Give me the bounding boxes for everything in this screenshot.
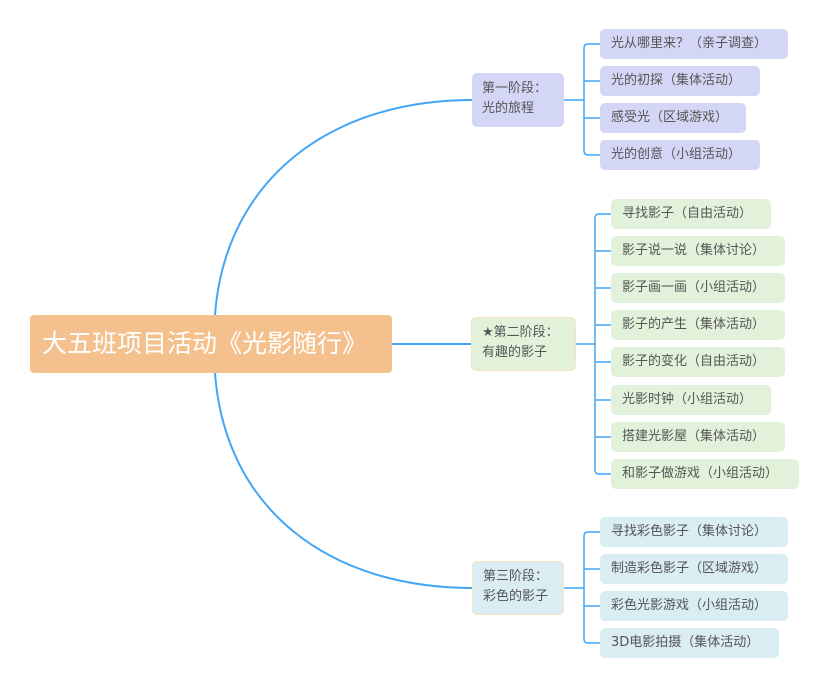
item-label: 光影时钟（小组活动） (622, 392, 753, 407)
item-label: 光从哪里来？（亲子调查） (611, 36, 768, 51)
stage-1-subtitle: 光的旅程 (482, 101, 535, 116)
stage-2-item[interactable]: 和影子做游戏（小组活动） (611, 459, 799, 489)
stage-2-title: ★第二阶段： (482, 325, 559, 340)
stage-2-item[interactable]: 影子的产生（集体活动） (611, 310, 785, 340)
stage-2-item[interactable]: 影子的变化（自由活动） (611, 347, 785, 377)
item-label: 制造彩色影子（区域游戏） (611, 561, 768, 576)
stage-2-item[interactable]: 寻找影子（自由活动） (611, 199, 771, 229)
stage-1-item[interactable]: 感受光（区域游戏） (600, 103, 746, 133)
bracket-stage3 (563, 531, 600, 644)
stage-3-item[interactable]: 3D电影拍摄（集体活动） (600, 628, 779, 658)
item-label: 影子的产生（集体活动） (622, 317, 766, 332)
stage-3-item[interactable]: 制造彩色影子（区域游戏） (600, 554, 788, 584)
item-label: 影子画一画（小组活动） (622, 280, 766, 295)
stage-2-item[interactable]: 光影时钟（小组活动） (611, 385, 771, 415)
item-label: 寻找彩色影子（集体讨论） (611, 524, 768, 539)
item-label: 寻找影子（自由活动） (622, 206, 753, 221)
item-label: 影子说一说（集体讨论） (622, 243, 766, 258)
stage-2-subtitle: 有趣的影子 (482, 345, 548, 360)
stage-2-item[interactable]: 搭建光影屋（集体活动） (611, 422, 785, 452)
bracket-stage1 (563, 43, 600, 156)
stage-3-subtitle: 彩色的影子 (483, 589, 549, 604)
stage-2-item[interactable]: 影子画一画（小组活动） (611, 273, 785, 303)
connector-root-stage3 (214, 372, 473, 589)
stage-1-title: 第一阶段： (482, 81, 548, 96)
stage-2-node[interactable]: ★第二阶段： 有趣的影子 (471, 317, 576, 371)
item-label: 搭建光影屋（集体活动） (622, 429, 766, 444)
stage-1-item[interactable]: 光从哪里来？（亲子调查） (600, 29, 788, 59)
connector-root-stage1 (214, 99, 473, 316)
stage-1-item[interactable]: 光的创意（小组活动） (600, 140, 760, 170)
bracket-stage2 (576, 213, 611, 475)
item-label: 光的初探（集体活动） (611, 73, 742, 88)
stage-3-title: 第三阶段： (483, 569, 549, 584)
stage-3-item[interactable]: 彩色光影游戏（小组活动） (600, 591, 788, 621)
stage-3-item[interactable]: 寻找彩色影子（集体讨论） (600, 517, 788, 547)
item-label: 影子的变化（自由活动） (622, 354, 766, 369)
item-label: 和影子做游戏（小组活动） (622, 466, 779, 481)
root-topic[interactable]: 大五班项目活动《光影随行》 (30, 315, 392, 373)
stage-1-node[interactable]: 第一阶段： 光的旅程 (472, 73, 564, 127)
stage-2-item[interactable]: 影子说一说（集体讨论） (611, 236, 785, 266)
item-label: 3D电影拍摄（集体活动） (611, 635, 760, 650)
root-topic-label: 大五班项目活动《光影随行》 (42, 329, 368, 358)
stage-1-item[interactable]: 光的初探（集体活动） (600, 66, 760, 96)
stage-3-node[interactable]: 第三阶段： 彩色的影子 (472, 561, 564, 615)
item-label: 彩色光影游戏（小组活动） (611, 598, 768, 613)
item-label: 感受光（区域游戏） (611, 110, 729, 125)
item-label: 光的创意（小组活动） (611, 147, 742, 162)
